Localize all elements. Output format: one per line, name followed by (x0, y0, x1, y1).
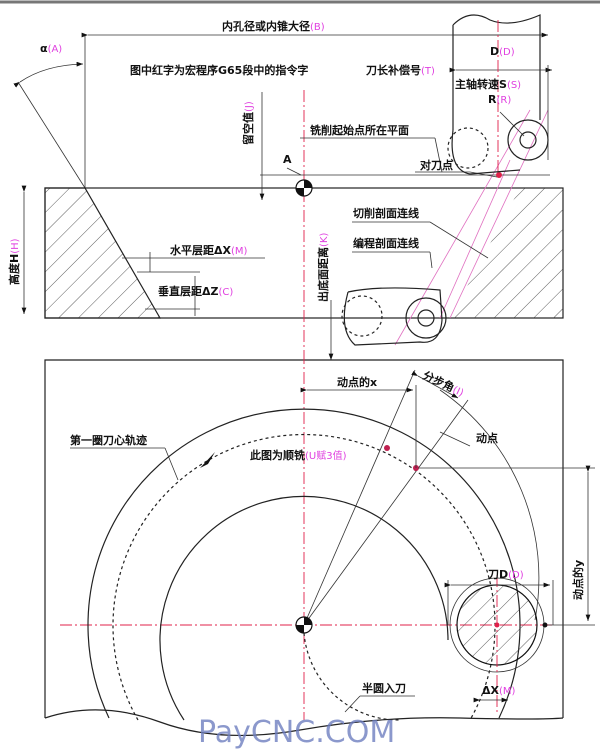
first-tool-path (112, 433, 496, 721)
watermark: PayCNC.COM (198, 715, 395, 750)
path-point (384, 445, 390, 451)
moving-x-label: 动点的x (337, 375, 377, 389)
first-path-label: 第一圈刀心轨迹 (70, 433, 147, 447)
bottom-distance-label: 出底面距离(K) (316, 233, 330, 302)
delta-x-label: ΔX(M) (482, 684, 516, 697)
spindle-label: 主轴转速S(S) (455, 77, 521, 91)
moving-y-label: 动点的y (571, 560, 585, 600)
radius-label: R(R) (488, 93, 511, 106)
note-label: 图中红字为宏程序G65段中的指令字 (130, 63, 308, 77)
vertical-step-label: 垂直层距ΔZ(C) (158, 284, 233, 298)
horizontal-step-label: 水平层距ΔX(M) (170, 243, 248, 257)
point-a-label: A (283, 153, 292, 166)
tool-set-point-label: 对刀点 (420, 158, 453, 172)
bore-diameter-label: 内孔径或内锥大径(B) (222, 19, 325, 33)
tool-insert-circle (507, 119, 549, 161)
height-label: 高度H(H) (7, 238, 21, 285)
step-angle-label: 分步角(I) (421, 368, 467, 399)
tool-body (452, 14, 541, 130)
center-symbol-plan (295, 616, 313, 634)
tool-dashed-circle (447, 127, 489, 169)
start-plane-label: 铣削起始点所在平面 (310, 123, 409, 137)
cutting-profile-label: 切削剖面连线 (353, 206, 419, 220)
climb-note-label: 此图为顺铣(U赋3值) (250, 448, 347, 462)
left-hatched-wall (44, 187, 162, 319)
cutter-d-label: 刀D(D) (488, 568, 524, 581)
clearance-label: 留空值(J) (241, 101, 255, 145)
plan-view (44, 352, 595, 737)
direction-arrow (200, 452, 215, 468)
semicircle-entry-label: 半圆入刀 (362, 681, 406, 695)
tool-d-label: D(D) (490, 45, 515, 58)
alpha-arc (13, 61, 84, 88)
center-symbol-top (295, 179, 313, 197)
right-hatched-wall (450, 188, 563, 318)
moving-point-label: 动点 (476, 431, 498, 445)
section-view (13, 14, 564, 360)
alpha-label: α(A) (40, 42, 62, 55)
tool-set-point-dot (496, 172, 502, 178)
inner-circle (159, 495, 449, 721)
length-comp-label: 刀长补偿号(T) (366, 63, 435, 77)
programmed-profile-label: 编程剖面连线 (353, 236, 419, 250)
